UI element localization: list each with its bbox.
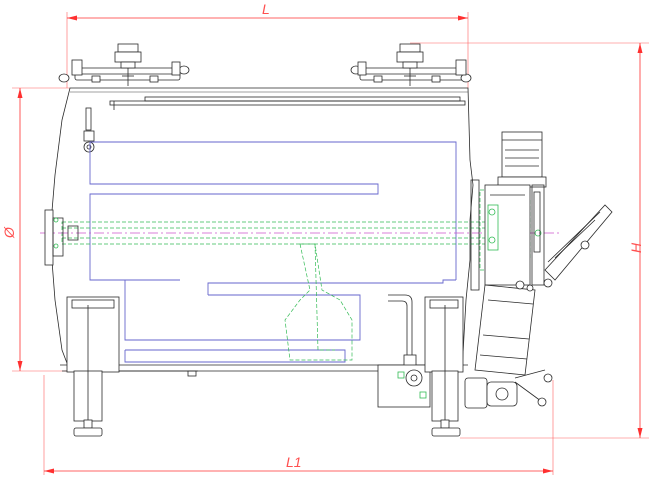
dimension-l-label: L <box>262 1 270 17</box>
outlet-cone <box>474 280 536 376</box>
tilt-lever <box>543 204 613 288</box>
manhole-right <box>350 43 472 86</box>
dimension-diameter-label: Ø <box>1 226 17 239</box>
sampling-valve <box>83 107 95 153</box>
dimension-h: H <box>410 42 649 439</box>
dimension-h-label: H <box>628 242 644 253</box>
top-rails <box>109 96 466 110</box>
internal-coil <box>89 141 457 363</box>
drain-pipe <box>377 294 431 408</box>
leg-left <box>66 296 120 437</box>
drive-motor <box>470 131 547 291</box>
leg-right <box>424 296 464 437</box>
left-flange <box>44 209 79 266</box>
bottom-nozzle <box>187 370 197 377</box>
outlet-valve <box>464 369 553 409</box>
manhole-left <box>58 43 190 86</box>
dimension-l1: L1 <box>43 375 554 475</box>
dimension-l1-label: L1 <box>286 454 302 470</box>
dimension-diameter: Ø <box>1 87 70 372</box>
